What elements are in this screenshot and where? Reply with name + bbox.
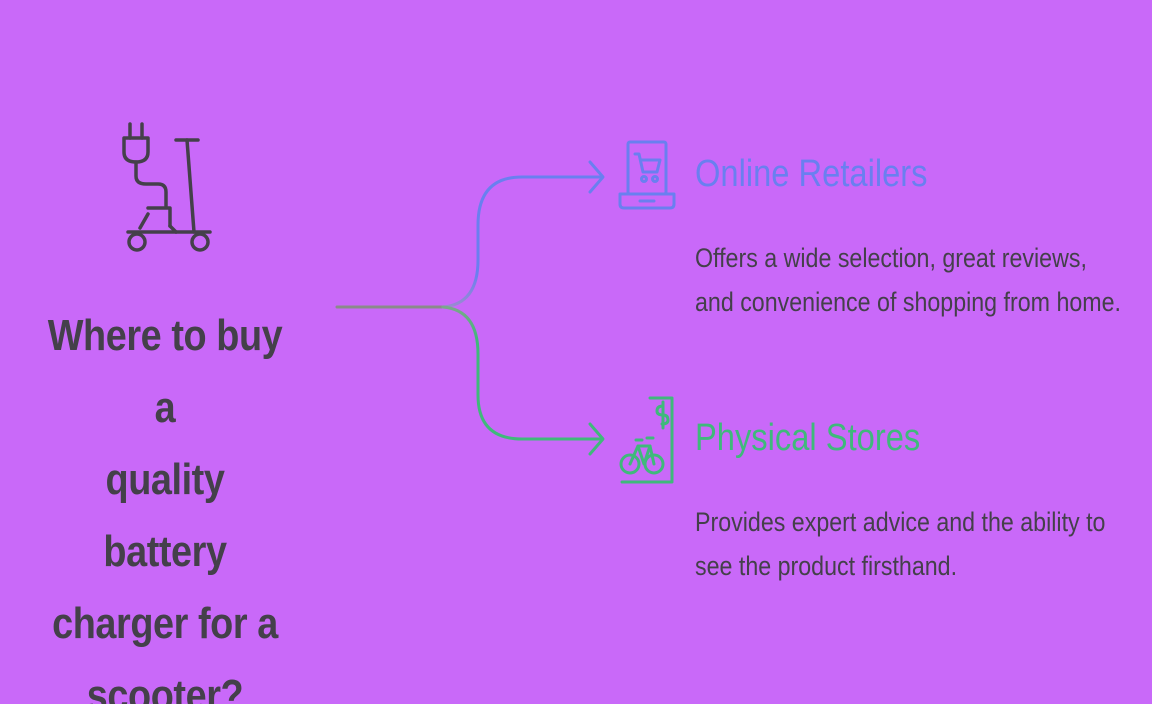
question-line: scooter? xyxy=(86,671,244,704)
arrowhead-online xyxy=(588,160,605,194)
arrowhead-physical xyxy=(588,422,605,456)
branch-description-online: Offers a wide selection, great reviews, … xyxy=(695,243,1121,317)
laptop-shopping-cart-icon xyxy=(618,140,676,210)
question-line: quality battery xyxy=(103,455,227,576)
connector-physical xyxy=(441,305,602,441)
branch-description-physical: Provides expert advice and the ability t… xyxy=(695,507,1106,581)
connector-online xyxy=(441,175,602,309)
question-line: Where to buy a xyxy=(47,311,283,432)
electric-scooter-plug-icon xyxy=(122,122,212,252)
central-question: Where to buy a quality battery charger f… xyxy=(40,300,289,704)
question-line: charger for a xyxy=(52,599,278,648)
bicycle-store-icon xyxy=(619,396,674,484)
branch-title-online: Online Retailers xyxy=(695,153,928,195)
branch-title-physical: Physical Stores xyxy=(695,417,921,459)
